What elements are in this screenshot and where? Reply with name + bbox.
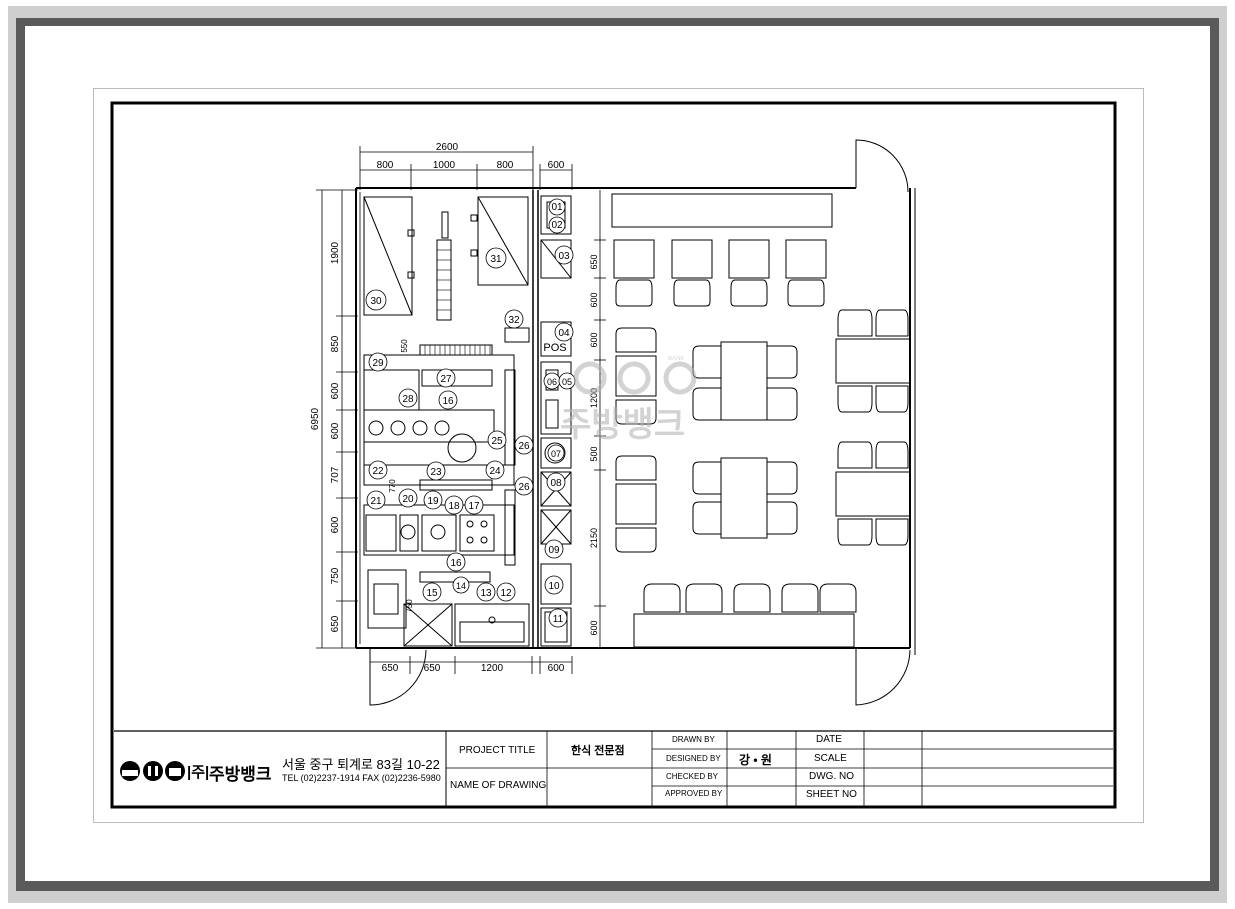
dim-right-1: 650: [589, 254, 599, 269]
dim-left-8: 650: [330, 615, 341, 632]
dim-left-6: 600: [330, 516, 341, 533]
dim-top-total: 2600: [436, 142, 459, 153]
approved-by-label: APPROVED BY: [665, 789, 723, 798]
tag-02: 02: [551, 220, 563, 231]
dining-hall: [611, 193, 911, 648]
tag-09: 09: [548, 545, 560, 556]
dim-right-6: 2150: [589, 528, 599, 548]
dim-right-4: 1200: [589, 388, 599, 408]
tag-25: 25: [491, 436, 503, 447]
checked-by-label: CHECKED BY: [666, 772, 719, 781]
name-of-drawing-label: NAME OF DRAWING: [450, 780, 547, 791]
tag-29: 29: [372, 358, 384, 369]
tag-31: 31: [490, 254, 502, 265]
dim-left-3: 600: [330, 382, 341, 399]
equipment-tags: [365, 198, 576, 628]
tag-22: 22: [372, 466, 384, 477]
designer-name: 강 • 원: [739, 753, 772, 767]
dim-top-b: 1000: [433, 160, 456, 171]
tag-10: 10: [548, 581, 560, 592]
tag-16b: 16: [450, 558, 462, 569]
dim-top-d: 600: [548, 160, 565, 171]
company-contact: TEL (02)2237-1914 FAX (02)2236-5980: [282, 773, 441, 783]
tag-30: 30: [370, 296, 382, 307]
tag-20: 20: [402, 494, 414, 505]
tag-01: 01: [551, 202, 563, 213]
tag-24: 24: [489, 466, 501, 477]
dim-top-a: 800: [377, 160, 394, 171]
drawn-by-label: DRAWN BY: [672, 735, 715, 744]
company-logo: [120, 761, 185, 781]
dim-left-2: 850: [330, 335, 341, 352]
tag-03: 03: [558, 251, 570, 262]
tag-16a: 16: [442, 396, 454, 407]
tag-05: 05: [562, 377, 572, 387]
dim-inner-550: 550: [400, 339, 409, 353]
dim-right-3: 600: [589, 332, 599, 347]
dim-inner-770: 770: [388, 479, 397, 493]
tag-13: 13: [480, 588, 492, 599]
tag-28: 28: [402, 394, 414, 405]
kitchen-equipment: [363, 195, 572, 647]
tag-26a: 26: [518, 441, 530, 452]
dim-right-5: 500: [589, 446, 599, 461]
svg-text:주방뱅크: 주방뱅크: [560, 406, 685, 444]
dim-inner-750: 750: [405, 599, 414, 613]
tag-26b: 26: [518, 482, 530, 493]
tag-06: 06: [547, 377, 557, 387]
drawing-sheet: [93, 88, 1144, 823]
drawing-border: [110, 101, 1117, 809]
dim-left-4: 600: [330, 422, 341, 439]
company-address: 서울 중구 퇴계로 83길 10-22: [282, 757, 440, 772]
tag-19: 19: [427, 496, 439, 507]
tag-27: 27: [440, 374, 452, 385]
project-title-value: 한식 전문점: [571, 745, 625, 757]
dim-right-2: 600: [589, 292, 599, 307]
top-dimensions: [359, 146, 573, 190]
dim-left-1: 1900: [330, 241, 341, 264]
dim-left-total: 6950: [310, 407, 321, 430]
pos-label: POS: [543, 342, 566, 354]
dim-bottom-b: 650: [424, 663, 441, 674]
tag-18: 18: [448, 501, 460, 512]
company-name: 주방뱅크: [209, 765, 272, 784]
designed-by-label: DESIGNED BY: [666, 754, 721, 763]
company-prefix: |주|: [187, 764, 210, 781]
bottom-dimensions: [369, 656, 573, 674]
tag-07: 07: [551, 449, 561, 459]
date-label: DATE: [816, 734, 842, 745]
tag-17: 17: [468, 501, 480, 512]
title-block: [114, 730, 1113, 806]
tag-14: 14: [456, 581, 466, 591]
right-dimensions: [594, 190, 606, 648]
dim-bottom-c: 1200: [481, 663, 504, 674]
tag-12: 12: [500, 588, 512, 599]
tag-08: 08: [550, 478, 562, 489]
left-dimensions: [316, 189, 358, 649]
tag-23: 23: [430, 467, 442, 478]
dim-bottom-d: 600: [548, 663, 565, 674]
tag-11: 11: [553, 614, 564, 625]
dim-left-5: 707: [330, 466, 341, 483]
svg-text:BANK: BANK: [668, 356, 684, 362]
dim-left-7: 750: [330, 567, 341, 584]
watermark: 주방뱅크 BANK: [560, 356, 697, 444]
scale-label: SCALE: [814, 753, 847, 764]
tag-04: 04: [558, 328, 570, 339]
sheet-no-label: SHEET NO: [806, 789, 857, 800]
tag-32: 32: [508, 315, 520, 326]
tag-15: 15: [426, 588, 438, 599]
walls: [355, 139, 916, 706]
dim-top-c: 800: [497, 160, 514, 171]
dwg-no-label: DWG. NO: [809, 771, 854, 782]
dim-right-7: 600: [589, 620, 599, 635]
tag-21: 21: [370, 496, 382, 507]
dim-bottom-a: 650: [382, 663, 399, 674]
project-title-label: PROJECT TITLE: [459, 745, 536, 756]
